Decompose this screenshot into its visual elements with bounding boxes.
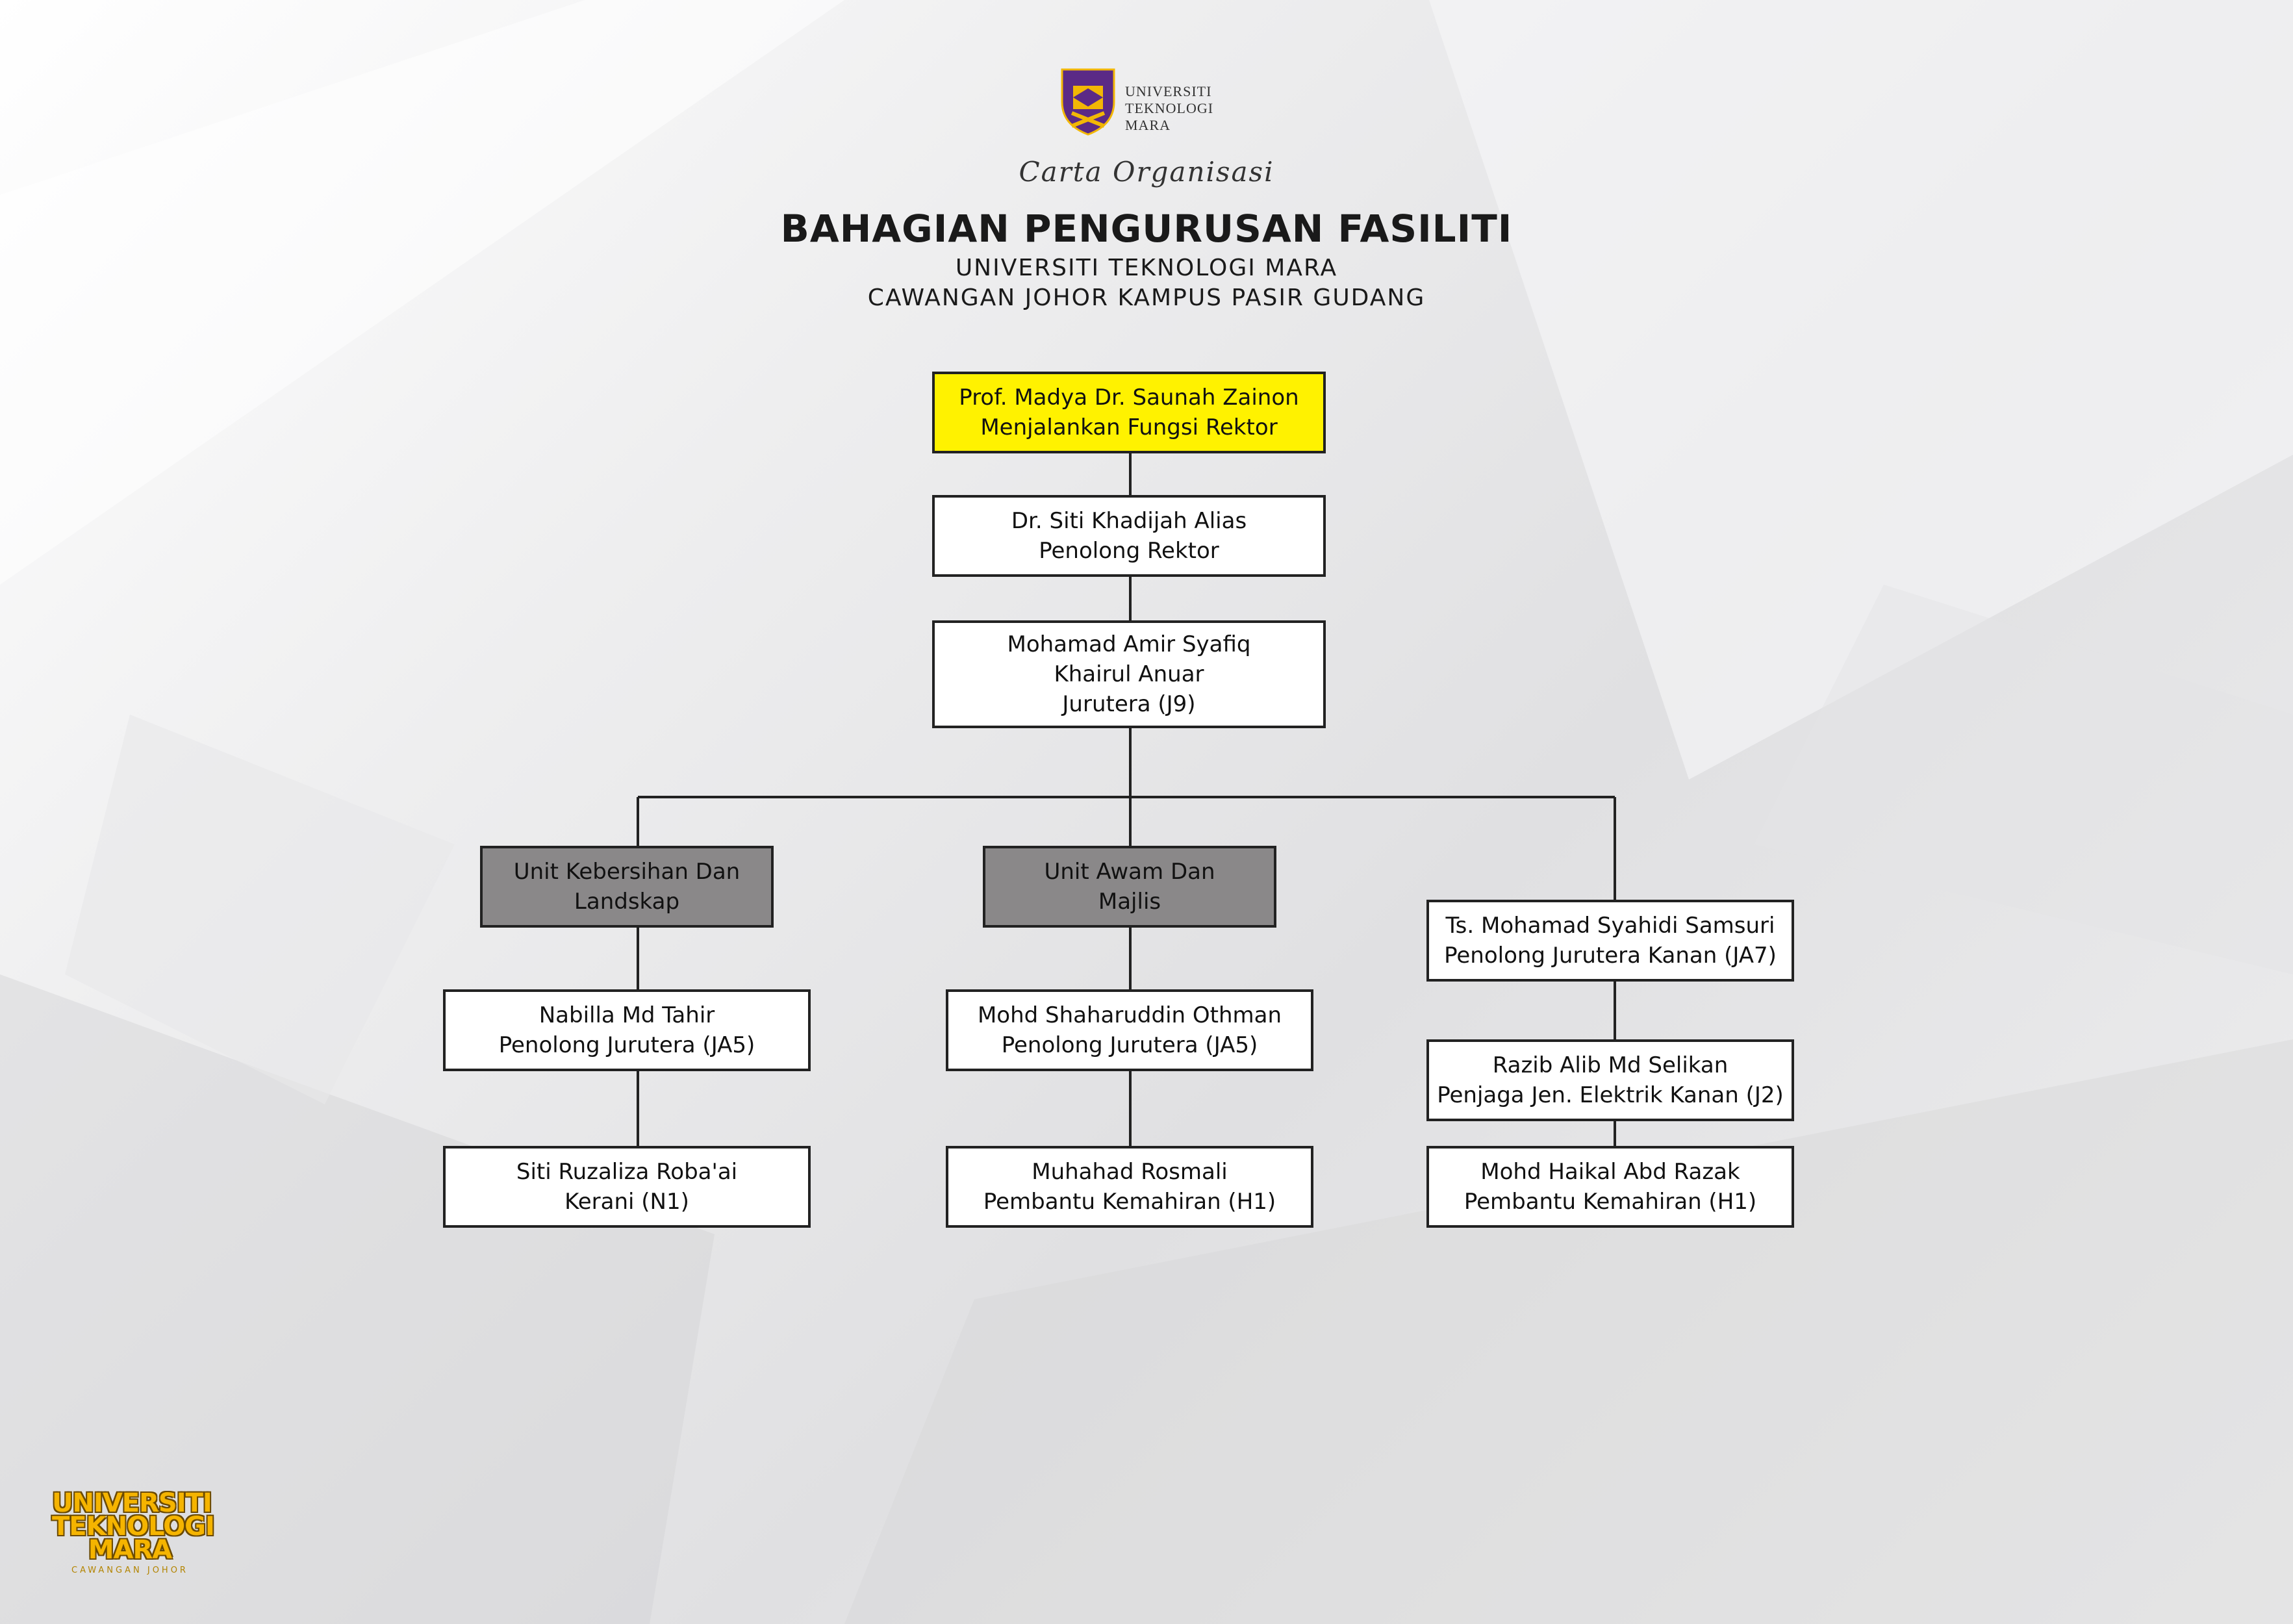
org-box-unit-cleaning: Unit Kebersihan Dan Landskap <box>480 846 774 928</box>
person-role: Penjaga Jen. Elektrik Kanan (J2) <box>1437 1082 1784 1108</box>
person-name: Muhahad Rosmali <box>1032 1159 1228 1185</box>
org-box-engineer: Mohamad Amir Syafiq Khairul Anuar Jurute… <box>932 620 1326 728</box>
person-role: Menjalankan Fungsi Rektor <box>980 414 1278 440</box>
org-box-unit-civil: Unit Awam Dan Majlis <box>983 846 1276 928</box>
person-role: Penolong Jurutera (JA5) <box>498 1032 755 1058</box>
header: UNIVERSITI TEKNOLOGI MARA Carta Organisa… <box>0 0 2293 338</box>
person-role: Penolong Rektor <box>1039 538 1219 564</box>
org-box-mid-1: Mohd Shaharuddin Othman Penolong Juruter… <box>946 989 1313 1071</box>
person-role: Jurutera (J9) <box>1062 691 1196 717</box>
subtitle-university: UNIVERSITI TEKNOLOGI MARA <box>955 255 1338 281</box>
person-name: Siti Ruzaliza Roba'ai <box>516 1159 738 1185</box>
person-role: Penolong Jurutera (JA5) <box>1001 1032 1258 1058</box>
subtitle-campus: CAWANGAN JOHOR KAMPUS PASIR GUDANG <box>867 285 1426 311</box>
org-box-right-3: Mohd Haikal Abd Razak Pembantu Kemahiran… <box>1426 1146 1794 1228</box>
page-title: BAHAGIAN PENGURUSAN FASILITI <box>780 207 1513 251</box>
person-name: Nabilla Md Tahir <box>538 1002 715 1028</box>
org-box-right-2: Razib Alib Md Selikan Penjaga Jen. Elekt… <box>1426 1039 1794 1121</box>
person-name: Mohd Shaharuddin Othman <box>977 1002 1282 1028</box>
person-name: Mohd Haikal Abd Razak <box>1480 1159 1740 1185</box>
person-name: Mohamad Amir Syafiq <box>1007 631 1251 657</box>
org-box-left-2: Siti Ruzaliza Roba'ai Kerani (N1) <box>443 1146 811 1228</box>
unit-label: Majlis <box>1098 889 1161 915</box>
logo-line: TEKNOLOGI <box>1125 100 1214 116</box>
footer-logo-line: MARA <box>88 1535 173 1565</box>
unit-label: Landskap <box>574 889 680 915</box>
footer-logo: UNIVERSITI TEKNOLOGI MARA CAWANGAN JOHOR <box>52 1488 215 1575</box>
unit-label: Unit Awam Dan <box>1044 859 1215 885</box>
person-role: Pembantu Kemahiran (H1) <box>1463 1189 1757 1215</box>
org-box-mid-2: Muhahad Rosmali Pembantu Kemahiran (H1) <box>946 1146 1313 1228</box>
footer-logo-line: UNIVERSITI <box>52 1488 212 1518</box>
org-box-rector: Prof. Madya Dr. Saunah Zainon Menjalanka… <box>932 372 1326 453</box>
logo-text: UNIVERSITI TEKNOLOGI MARA <box>1125 83 1213 134</box>
person-name: Khairul Anuar <box>1054 661 1204 687</box>
logo-line: UNIVERSITI <box>1125 83 1212 99</box>
org-box-assistant-rector: Dr. Siti Khadijah Alias Penolong Rektor <box>932 495 1326 577</box>
person-name: Prof. Madya Dr. Saunah Zainon <box>959 385 1299 411</box>
uitm-crest-icon <box>1061 68 1115 136</box>
person-role: Kerani (N1) <box>564 1189 689 1215</box>
org-box-left-1: Nabilla Md Tahir Penolong Jurutera (JA5) <box>443 989 811 1071</box>
unit-label: Unit Kebersihan Dan <box>513 859 741 885</box>
person-name: Ts. Mohamad Syahidi Samsuri <box>1445 913 1775 939</box>
logo-line: MARA <box>1125 117 1171 133</box>
person-role: Penolong Jurutera Kanan (JA7) <box>1444 943 1777 969</box>
org-box-right-1: Ts. Mohamad Syahidi Samsuri Penolong Jur… <box>1426 900 1794 982</box>
script-heading: Carta Organisasi <box>1019 156 1274 188</box>
footer-logo-sub: CAWANGAN JOHOR <box>71 1566 188 1575</box>
person-name: Razib Alib Md Selikan <box>1492 1052 1729 1078</box>
footer-logo-line: TEKNOLOGI <box>52 1512 215 1542</box>
person-role: Pembantu Kemahiran (H1) <box>983 1189 1276 1215</box>
person-name: Dr. Siti Khadijah Alias <box>1011 508 1247 534</box>
